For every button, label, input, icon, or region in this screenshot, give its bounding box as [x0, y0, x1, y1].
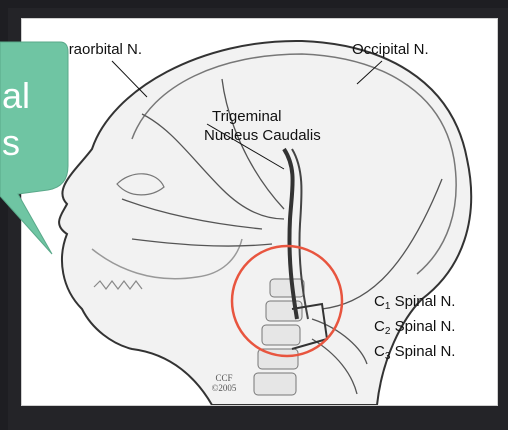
c1-spinal-label: C1 Spinal N. [374, 293, 455, 316]
callout-text-line1: al [2, 75, 30, 117]
c3-spinal-label: C3 Spinal N. [374, 343, 455, 366]
trigeminal-label-line2: Nucleus Caudalis [204, 127, 321, 145]
callout-text-line2: s [2, 122, 20, 164]
c2-spinal-label: C2 Spinal N. [374, 318, 455, 341]
copyright-credit: CCF ©2005 [204, 373, 244, 393]
occipital-label: Occipital N. [352, 41, 429, 59]
trigeminal-label-line1: Trigeminal [212, 108, 281, 126]
